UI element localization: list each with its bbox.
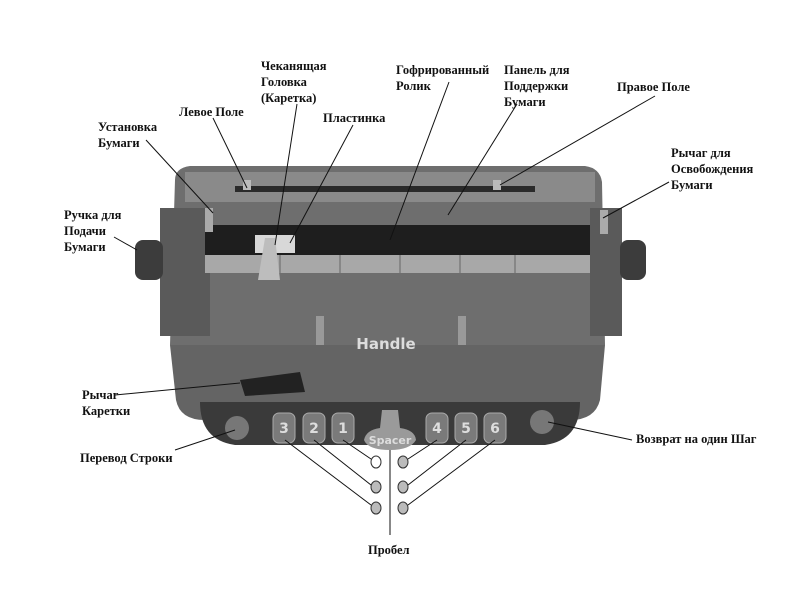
key-1[interactable] bbox=[331, 412, 355, 444]
label-right-margin: Правое Поле bbox=[617, 80, 690, 94]
left-frame bbox=[160, 208, 210, 336]
paper-release-lever[interactable] bbox=[600, 210, 608, 234]
handle-text: Handle bbox=[356, 335, 415, 353]
dot-1 bbox=[370, 455, 382, 469]
left-margin-stop bbox=[243, 180, 251, 190]
key-3[interactable] bbox=[272, 412, 296, 444]
dot-4 bbox=[397, 455, 409, 469]
embossing-head[interactable] bbox=[258, 238, 280, 280]
braille-cell bbox=[370, 455, 409, 515]
label-embossing-head: Чеканящая Головка (Каретка) bbox=[261, 59, 327, 105]
label-corrugated-roller: Гофрированный Ролик bbox=[396, 63, 490, 93]
carriage-lever[interactable] bbox=[240, 372, 305, 396]
lower-body bbox=[170, 345, 605, 420]
label-feed-knob: Ручка для Подачи Бумаги bbox=[64, 208, 122, 254]
label-plate: Пластинка bbox=[323, 111, 386, 125]
dot-5 bbox=[397, 480, 409, 494]
spacer-key[interactable] bbox=[364, 410, 416, 450]
key-3-label: 3 bbox=[279, 421, 289, 437]
key-1-label: 1 bbox=[338, 421, 348, 437]
label-backspace: Возврат на один Шаг bbox=[636, 432, 757, 446]
key-5[interactable] bbox=[454, 412, 478, 444]
label-left-margin: Левое Поле bbox=[179, 105, 244, 119]
line-feed-key[interactable] bbox=[225, 416, 249, 440]
spacer-text: Spacer bbox=[369, 434, 412, 447]
handle-post-right bbox=[458, 316, 466, 356]
key-4[interactable] bbox=[425, 412, 449, 444]
label-line-feed: Перевод Строки bbox=[80, 451, 173, 465]
label-paper-support: Панель для Поддержки Бумаги bbox=[504, 63, 570, 109]
paper-setting-lever[interactable] bbox=[205, 208, 213, 232]
label-paper-release: Рычаг для Освобождения Бумаги bbox=[671, 146, 754, 192]
dot-6 bbox=[397, 501, 409, 515]
left-feed-knob[interactable] bbox=[135, 240, 163, 280]
handle-post-left bbox=[316, 316, 324, 356]
key-6-label: 6 bbox=[490, 421, 500, 437]
label-paper-setting: Установка Бумаги bbox=[98, 120, 158, 150]
key-2[interactable] bbox=[302, 412, 326, 444]
right-feed-knob[interactable] bbox=[620, 240, 646, 280]
label-space: Пробел bbox=[368, 543, 410, 557]
leader-lines bbox=[113, 81, 670, 535]
margin-rail bbox=[235, 186, 535, 192]
dot-3 bbox=[370, 501, 382, 515]
label-carriage-lever: Рычаг Каретки bbox=[82, 388, 131, 418]
corrugated-roller bbox=[205, 255, 590, 273]
key-2-label: 2 bbox=[309, 421, 319, 437]
key-5-label: 5 bbox=[461, 421, 471, 437]
right-margin-stop bbox=[493, 180, 501, 190]
backspace-key[interactable] bbox=[530, 410, 554, 434]
key-4-label: 4 bbox=[432, 421, 442, 437]
dot-2 bbox=[370, 480, 382, 494]
roller-grooves bbox=[279, 255, 516, 273]
key-6[interactable] bbox=[483, 412, 507, 444]
